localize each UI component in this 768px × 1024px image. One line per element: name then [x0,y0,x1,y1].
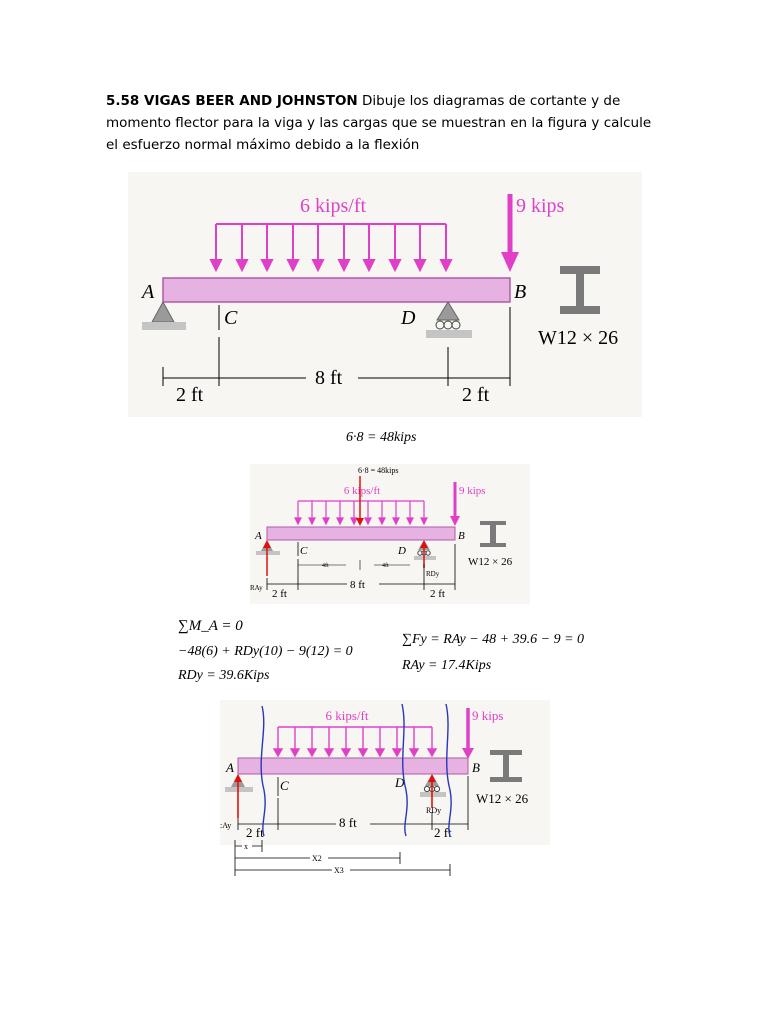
problem-text: Dibuje los diagramas de cortante y de mo… [106,93,652,153]
dim-right-3: 2 ft [434,825,452,840]
section-label-3: W12 × 26 [476,791,529,806]
reaction-a-arrow-3 [234,774,242,782]
dim-mid-small: 8 ft [350,579,365,591]
half-right-label: 4ft [382,562,389,569]
point-load-arrow-small [450,516,460,526]
point-b-label-3: B [472,760,480,775]
i-beam-section-icon-small [480,521,506,547]
i-beam-section-icon [560,266,600,314]
load-label: 6 kips/ft [300,195,367,217]
section-label-small: W12 × 26 [468,556,513,568]
reaction-d-arrow-3 [428,774,436,782]
point-load-label: 9 kips [516,195,565,217]
x2-label: X2 [312,854,322,863]
problem-heading: 5.58 VIGAS BEER AND JOHNSTON [106,93,358,109]
distributed-load-arrows-3 [272,727,438,758]
point-d-label: D [400,307,416,329]
point-a-label: A [140,281,155,303]
force-sum-eq: ∑Fy = RAy − 48 + 39.6 − 9 = 0 [402,632,585,647]
dimension-lines [162,307,511,386]
x3-label: X3 [334,866,344,875]
point-load-arrow-3 [462,748,474,759]
dim-left-small: 2 ft [272,588,287,600]
point-d-label-small: D [397,545,406,557]
point-b-label: B [514,281,526,303]
point-load-label-3: 9 kips [472,708,503,723]
problem-statement: 5.58 VIGAS BEER AND JOHNSTON Dibuje los … [106,90,666,156]
load-label-3: 6 kips/ft [326,708,369,723]
distributed-load-arrows-small [294,501,428,526]
section-label: W12 × 26 [538,327,618,349]
point-a-label-3: A [225,760,234,775]
distributed-load-arrows [209,224,453,273]
dim-mid-3: 8 ft [339,815,357,830]
reaction-d-arrow [420,540,428,548]
point-load-label-small: 9 kips [459,485,486,497]
rdy-eq: RDy = 39.6Kips [178,668,270,683]
i-beam-section-icon-3 [490,750,522,782]
point-d-label-3: D [394,775,405,790]
resultant-label: 6·8 = 48kips [358,466,399,475]
resultant-arrow [356,518,364,526]
beam-figure-sections: 6 kips/ft 9 kips A B :Ay RDy C D W12 × 2… [220,700,550,876]
point-load-arrow [501,252,519,272]
dim-mid: 8 ft [315,367,343,389]
point-a-label-small: A [254,530,262,542]
beam [162,277,511,303]
dim-right: 2 ft [462,384,490,406]
x1-label: x [244,842,248,851]
reaction-a-label: RAy [250,584,263,592]
load-label-small: 6 kips/ft [344,485,380,497]
beam-figure-free-body: 6·8 = 48kips 6 kips/ft 9 kips A B RAy RD… [250,464,530,604]
reaction-a-arrow [263,540,271,548]
point-c-label-small: C [300,545,308,557]
beam-figure-main: 6 kips/ft 9 kips A B C D W12 × 26 2 ft 8… [128,172,642,417]
point-b-label-small: B [458,530,465,542]
reaction-d-label-3: RDy [426,806,441,815]
section-cuts [260,703,452,837]
dim-right-small: 2 ft [430,588,445,600]
half-left-label: 4ft [322,562,329,569]
reaction-a-label-3: :Ay [220,821,231,830]
point-c-label-3: C [280,778,289,793]
ray-eq: RAy = 17.4Kips [402,658,492,673]
beam-3 [237,757,469,775]
dim-left-3: 2 ft [246,825,264,840]
roller-support [436,301,460,321]
moment-eq: −48(6) + RDy(10) − 9(12) = 0 [178,644,353,659]
point-c-label: C [224,307,238,329]
resultant-line: 6·8 = 48kips [346,430,417,445]
moment-sum-eq: ∑M_A = 0 [178,618,243,634]
reaction-d-label: RDy [426,570,440,578]
beam-small [266,526,456,541]
dim-left: 2 ft [176,384,204,406]
